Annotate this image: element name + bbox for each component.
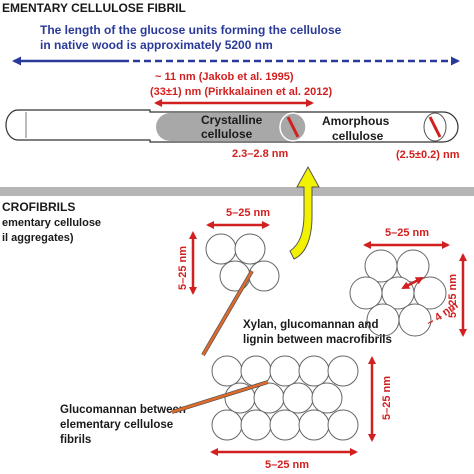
left-height-label: 5–25 nm (177, 246, 189, 290)
crystalline-label-line1: Crystalline (201, 113, 263, 127)
amorphous-label-line2: cellulose (332, 129, 384, 143)
aggregate-bottom (211, 355, 359, 441)
top-section-title: EMENTARY CELLULOSE FIBRIL (2, 1, 186, 15)
amorphous-label-line1: Amorphous (322, 114, 390, 128)
aggregate-right (349, 249, 447, 337)
crystalline-region (156, 113, 306, 141)
glucomannan-label-line3: fibrils (60, 434, 91, 446)
crystalline-diameter: 2.3–2.8 nm (232, 148, 288, 160)
fibril-length-ref-2: (33±1) nm (Pirkkalainen et al. 2012) (150, 86, 332, 98)
glucomannan-label-line1: Glucomannan between (60, 404, 186, 416)
aggregate-top-left (205, 233, 280, 292)
glucomannan-label-line2: elementary cellulose (60, 419, 173, 431)
bottom-width-label: 5–25 nm (265, 459, 309, 471)
glucomannan-pointer-fill (171, 380, 269, 414)
inner-diag-arrow (401, 276, 424, 290)
bottom-height-label: 5–25 nm (381, 376, 393, 420)
crystalline-diameter-marker (286, 116, 300, 138)
zoom-arrow (289, 165, 320, 260)
fibril-length-ref-1: ~ 11 nm (Jakob et al. 1995) (155, 71, 294, 83)
xylan-label-line2: lignin between macrofibrils (243, 334, 392, 346)
right-height-label: 5–25 nm (447, 274, 459, 318)
xylan-pointer-fill (201, 270, 254, 356)
top-width-label: 5–25 nm (226, 207, 270, 219)
xylan-label-line1: Xylan, glucomannan and (243, 319, 378, 331)
bottom-section-title: CROFIBRILS (2, 200, 75, 214)
crystalline-cross-section (279, 112, 307, 142)
crystalline-label-line2: cellulose (201, 127, 253, 141)
section-divider (0, 187, 474, 196)
bottom-section-sub-line1: ementary cellulose (2, 217, 101, 229)
right-width-label: 5–25 nm (385, 227, 429, 239)
native-length-note-line1: The length of the glucose units forming … (40, 23, 342, 37)
bottom-section-sub-line2: il aggregates) (2, 232, 74, 244)
native-length-note-line2: in native wood is approximately 5200 nm (40, 38, 273, 52)
amorphous-diameter-marker (428, 116, 442, 138)
amorphous-cross-section (423, 112, 447, 142)
amorphous-diameter: (2.5±0.2) nm (396, 149, 460, 161)
